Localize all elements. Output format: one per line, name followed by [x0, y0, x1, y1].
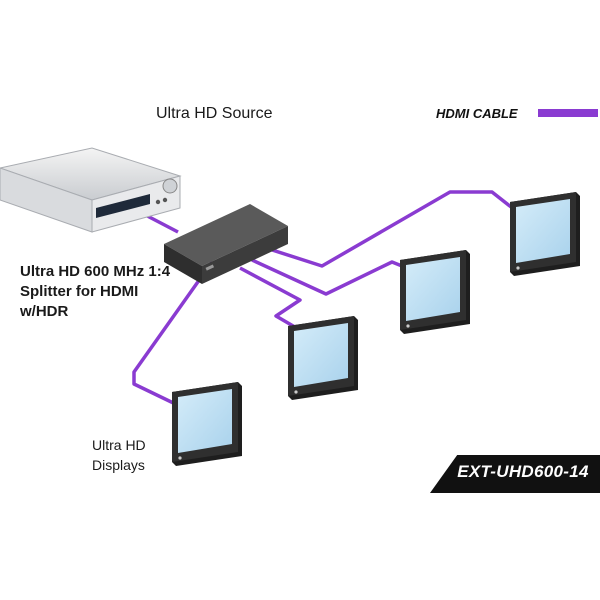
legend-cable-swatch — [538, 109, 598, 117]
splitter-device — [164, 204, 288, 284]
model-banner — [430, 455, 600, 493]
display-monitor-1 — [172, 382, 242, 466]
display-monitor-4 — [510, 192, 580, 276]
display-monitor-3 — [400, 250, 470, 334]
model-number: EXT-UHD600-14 — [457, 462, 589, 481]
splitter-label: Ultra HD 600 MHz 1:4 Splitter for HDMI w… — [20, 263, 171, 320]
displays-label: Ultra HD Displays — [92, 437, 146, 473]
display-monitor-2 — [288, 316, 358, 400]
source-label: Ultra HD Source — [156, 105, 273, 122]
cable-splitter-to-display-4 — [265, 190, 522, 268]
source-device — [0, 147, 182, 233]
cable-splitter-to-display-1 — [132, 260, 214, 414]
cable-splitter-to-display-2 — [239, 266, 302, 332]
legend-cable-label: HDMI CABLE — [436, 106, 518, 121]
